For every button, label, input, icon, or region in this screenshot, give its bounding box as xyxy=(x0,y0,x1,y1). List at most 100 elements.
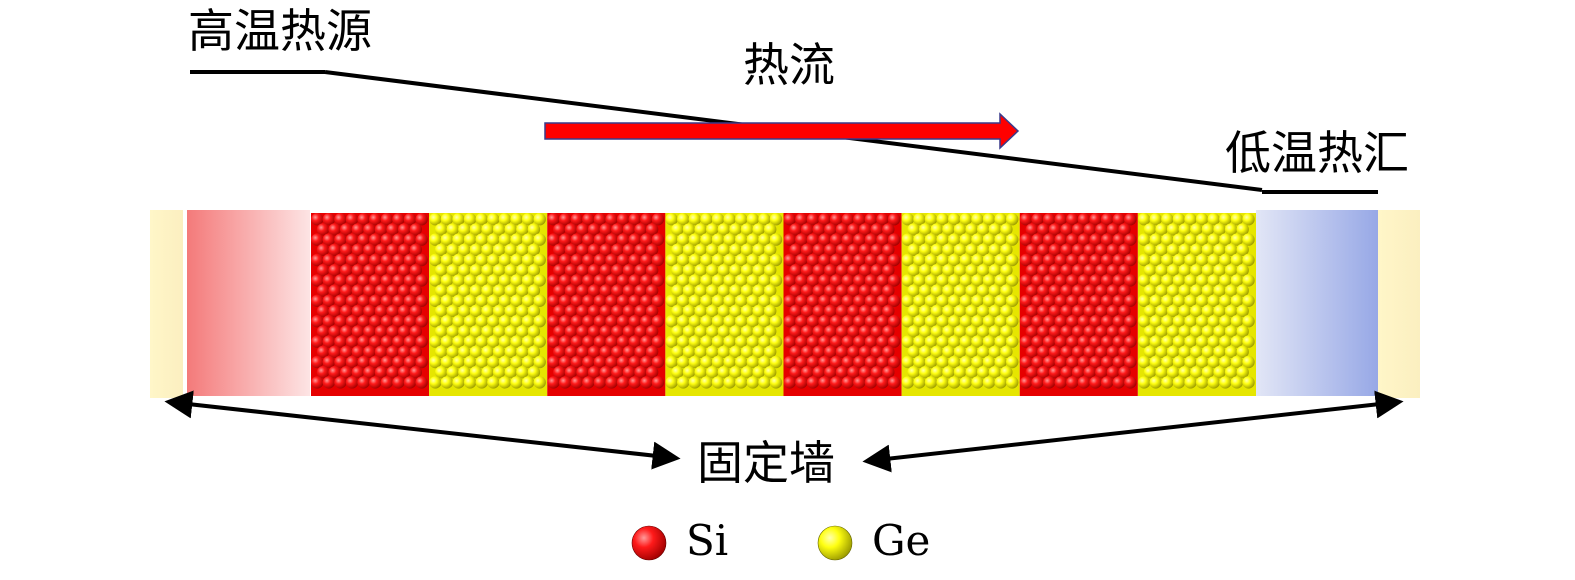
si-atom xyxy=(369,274,382,287)
ge-atom xyxy=(475,376,488,389)
ge-atom xyxy=(1149,294,1162,307)
ge-atom xyxy=(1006,355,1019,369)
ge-atom xyxy=(533,253,546,267)
ge-atom xyxy=(1000,223,1013,236)
si-atom xyxy=(812,223,825,236)
si-atom xyxy=(558,376,572,389)
ge-atom xyxy=(723,376,736,389)
ge-atom xyxy=(1201,345,1215,358)
si-atom xyxy=(1031,274,1044,287)
si-atom xyxy=(628,376,641,389)
ge-atom xyxy=(504,264,517,277)
si-atom xyxy=(599,304,612,318)
ge-atom xyxy=(1213,223,1226,236)
fixed-wall-label: 固定墙 xyxy=(697,436,835,490)
si-atom xyxy=(858,243,872,256)
si-atom xyxy=(622,223,636,236)
si-atom xyxy=(398,243,411,256)
ge-atom xyxy=(913,355,926,369)
si-atom xyxy=(334,355,347,369)
ge-atom xyxy=(665,355,678,369)
ge-atom xyxy=(971,233,984,246)
si-atom xyxy=(311,315,324,328)
si-atom xyxy=(1037,325,1050,338)
si-atom xyxy=(1095,243,1108,256)
ge-atom xyxy=(1184,274,1197,287)
si-atom xyxy=(1083,223,1096,236)
si-atom xyxy=(824,264,837,277)
ge-atom xyxy=(924,315,938,328)
si-atom xyxy=(392,315,405,328)
si-atom xyxy=(1095,325,1108,338)
si-atom xyxy=(818,274,831,287)
si-atom xyxy=(345,213,359,226)
ge-atom xyxy=(1236,366,1249,379)
si-atom xyxy=(1095,345,1108,358)
ge-atom xyxy=(1143,264,1157,277)
ge-atom xyxy=(1190,284,1203,297)
ge-atom xyxy=(694,366,707,379)
ge-atom xyxy=(1184,253,1197,267)
si-atom xyxy=(628,274,641,287)
si-atom xyxy=(576,304,589,318)
ge-atom xyxy=(458,325,471,338)
si-atom xyxy=(374,284,388,297)
si-atom xyxy=(351,325,364,338)
ge-atom xyxy=(527,366,541,379)
si-atom xyxy=(403,233,417,246)
ge-atom xyxy=(752,304,765,318)
ge-atom xyxy=(458,304,471,318)
ge-atom xyxy=(1172,233,1186,246)
ge-atom xyxy=(982,294,996,307)
ge-atom xyxy=(942,243,955,256)
ge-atom xyxy=(498,253,512,267)
si-atom xyxy=(1066,213,1079,226)
si-atom xyxy=(564,304,578,318)
ge-atom xyxy=(901,294,914,307)
si-atom xyxy=(829,233,843,246)
ge-atom xyxy=(516,264,529,277)
si-atom xyxy=(1025,284,1039,297)
si-atom xyxy=(334,376,347,389)
ge-atom xyxy=(677,355,690,369)
ge-atom xyxy=(1178,304,1191,318)
si-atom xyxy=(403,376,417,389)
si-atom xyxy=(812,345,825,358)
ge-atom xyxy=(1184,213,1197,226)
ge-atom xyxy=(475,213,488,226)
si-atom xyxy=(611,284,624,297)
si-atom xyxy=(380,253,393,267)
si-atom xyxy=(835,345,849,358)
si-atom xyxy=(795,233,808,246)
ge-atom xyxy=(769,294,783,307)
si-atom xyxy=(795,294,808,307)
ge-atom xyxy=(463,294,477,307)
ge-atom xyxy=(440,213,454,226)
si-atom xyxy=(812,325,825,338)
si-atom xyxy=(645,325,659,338)
ge-atom xyxy=(521,335,535,348)
ge-atom xyxy=(1172,294,1186,307)
si-atom xyxy=(599,264,612,277)
ge-atom xyxy=(504,223,517,236)
ge-atom xyxy=(1184,376,1197,389)
si-atom xyxy=(847,304,860,318)
ge-atom xyxy=(1201,284,1215,297)
si-atom xyxy=(570,213,583,226)
ge-atom xyxy=(527,243,541,256)
si-atom xyxy=(1060,243,1073,256)
ge-atom xyxy=(930,366,943,379)
si-atom xyxy=(1106,243,1120,256)
ge-atom xyxy=(1172,335,1186,348)
ge-atom xyxy=(758,294,771,307)
si-atom xyxy=(1089,315,1102,328)
ge-atom xyxy=(463,335,477,348)
si-atom xyxy=(628,355,641,369)
ge-atom xyxy=(1184,233,1197,246)
si-atom xyxy=(841,355,854,369)
ge-atom xyxy=(688,274,701,287)
ge-atom xyxy=(492,325,506,338)
ge-atom xyxy=(1224,325,1238,338)
si-atom xyxy=(806,315,820,328)
ge-atom xyxy=(452,213,465,226)
